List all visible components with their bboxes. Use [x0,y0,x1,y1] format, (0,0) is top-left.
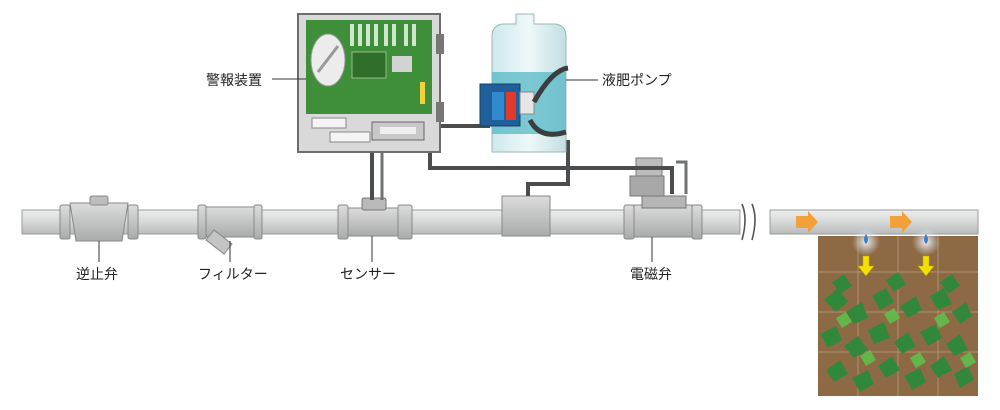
plant-bed-icon [818,236,978,396]
pump-icon [479,13,569,153]
alarm-panel-icon [297,13,444,153]
pump-injection-tee [501,195,551,237]
flow-arrow-icon [796,211,912,233]
label-solenoid-valve: 電磁弁 [630,267,672,283]
label-alarm-device: 警報装置 [206,73,262,89]
filter-icon [197,204,263,262]
label-sensor: センサー [340,267,396,283]
leader-lines [272,78,598,81]
main-pipe [21,203,979,241]
solenoid-valve-icon [623,157,703,262]
check-valve-icon [59,195,139,262]
drip-icon [852,228,940,277]
sensor-icon [337,197,413,262]
label-fertilizer-pump: 液肥ポンプ [602,73,672,89]
label-filter: フィルター [198,267,268,283]
label-check-valve: 逆止弁 [76,267,118,283]
